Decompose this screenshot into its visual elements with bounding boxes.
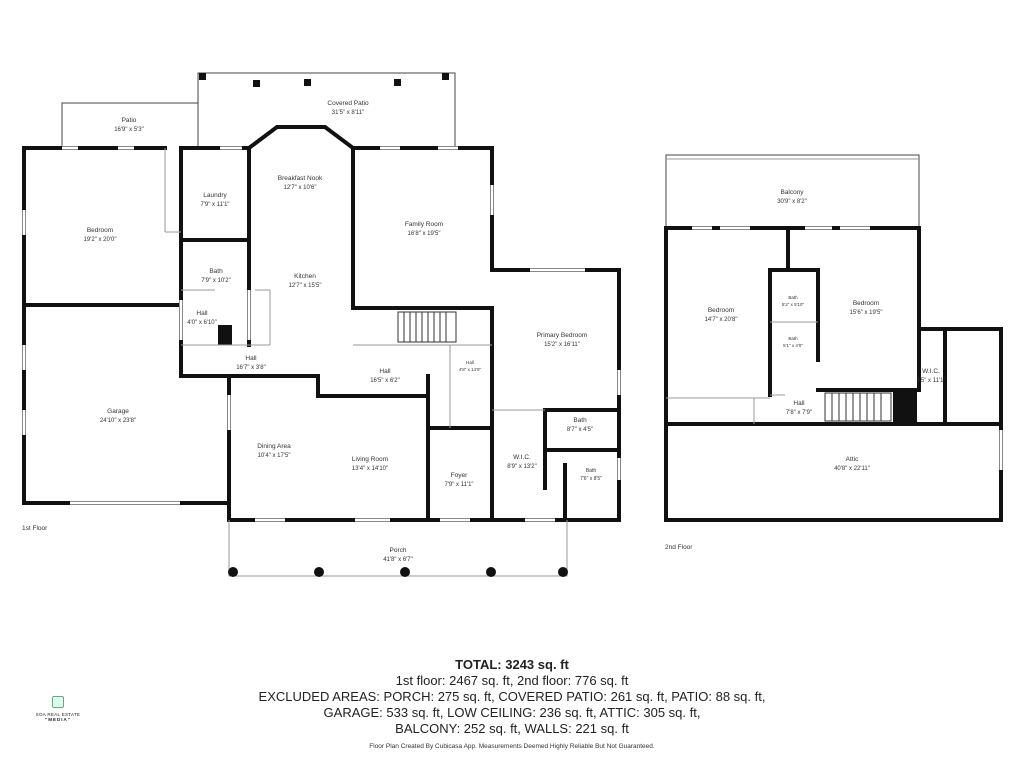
foyer-name: Foyer bbox=[451, 472, 468, 479]
balcony-outline bbox=[665, 154, 920, 228]
total-area: TOTAL: 3243 sq. ft bbox=[455, 657, 569, 672]
bedroom-3-dim: 15'6" x 19'5" bbox=[850, 310, 883, 316]
breakfast-nook-dim: 12'7" x 10'6" bbox=[284, 185, 317, 191]
patio-name: Patio bbox=[122, 117, 137, 124]
floor-plan-diagram: 1st Floor Patio 16'9" x 5'3" Covered Pat… bbox=[22, 72, 1003, 577]
first-floor-stairs bbox=[397, 311, 457, 343]
bath-3-name: Bath bbox=[586, 468, 597, 474]
bath-2-name: Bath bbox=[573, 417, 587, 424]
logo-icon bbox=[52, 696, 64, 708]
bedroom-2-name: Bedroom bbox=[708, 307, 734, 314]
first-floor-walls bbox=[22, 125, 621, 522]
balcony-name: Balcony bbox=[780, 189, 804, 196]
floor-areas: 1st floor: 2467 sq. ft, 2nd floor: 776 s… bbox=[395, 673, 629, 688]
bath-4-name: Bath bbox=[788, 295, 798, 300]
logo-media-text: "MEDIA" bbox=[45, 717, 71, 722]
disclaimer-note: Floor Plan Created By Cubicasa App. Meas… bbox=[369, 743, 655, 750]
porch-name: Porch bbox=[390, 547, 407, 554]
attic-name: Attic bbox=[846, 456, 859, 463]
logo-brand-text: SOA REAL ESTATE bbox=[35, 712, 81, 717]
covered-patio-name: Covered Patio bbox=[327, 100, 369, 107]
patio-dim: 16'9" x 5'3" bbox=[114, 127, 144, 133]
garage-name: Garage bbox=[107, 408, 129, 415]
covered-patio-dim: 31'5" x 8'11" bbox=[332, 110, 364, 116]
bath-5-name: Bath bbox=[788, 336, 798, 341]
hall-1-name: Hall bbox=[245, 355, 257, 362]
bedroom-3-name: Bedroom bbox=[853, 300, 879, 307]
family-room-dim: 16'8" x 19'5" bbox=[408, 231, 441, 237]
dining-area-dim: 10'4" x 17'5" bbox=[258, 453, 291, 459]
breakfast-nook-name: Breakfast Nook bbox=[278, 175, 323, 182]
garage-dim: 24'10" x 23'8" bbox=[100, 418, 136, 424]
second-floor-windows bbox=[692, 226, 1003, 470]
patio-outline bbox=[61, 102, 198, 148]
excluded-areas-3: BALCONY: 252 sq. ft, WALLS: 221 sq. ft bbox=[395, 721, 629, 736]
bedroom-2-dim: 14'7" x 20'8" bbox=[705, 317, 738, 323]
attic-dim: 40'8" x 22'11" bbox=[834, 466, 870, 472]
bath-1-dim: 7'9" x 10'2" bbox=[201, 278, 231, 284]
living-room-dim: 13'4" x 14'10" bbox=[352, 466, 388, 472]
covered-patio-outline bbox=[197, 72, 456, 148]
hall-small-name: Hall bbox=[196, 310, 208, 317]
bedroom-1-name: Bedroom bbox=[87, 227, 113, 234]
hall-upper-dim: 7'8" x 7'9" bbox=[786, 410, 812, 416]
hall-upper-name: Hall bbox=[793, 400, 805, 407]
first-floor-label: 1st Floor bbox=[22, 525, 48, 532]
hall-1-dim: 16'7" x 3'8" bbox=[236, 365, 266, 371]
dining-area-name: Dining Area bbox=[257, 443, 291, 450]
first-floor-plan: 1st Floor Patio 16'9" x 5'3" Covered Pat… bbox=[22, 72, 621, 577]
hall-small-dim: 4'0" x 6'10" bbox=[187, 320, 217, 326]
second-floor-label: 2nd Floor bbox=[665, 544, 693, 551]
primary-bedroom-dim: 15'2" x 16'11" bbox=[544, 342, 580, 348]
bath-4-dim: 5'2" x 5'10" bbox=[782, 302, 805, 307]
brand-logo: SOA REAL ESTATE "MEDIA" bbox=[28, 696, 88, 722]
laundry-dim: 7'9" x 11'1" bbox=[200, 202, 229, 208]
wic-1-dim: 8'9" x 13'2" bbox=[507, 464, 537, 470]
porch-outline bbox=[228, 520, 568, 577]
second-floor-plan: 2nd Floor Balcony 30'9" x 8'2" Bedroom 1… bbox=[664, 154, 1003, 551]
area-summary: TOTAL: 3243 sq. ft 1st floor: 2467 sq. f… bbox=[0, 656, 1024, 737]
porch-dim: 41'8" x 6'7" bbox=[383, 557, 413, 563]
wic-2-dim: 3'5" x 11'1" bbox=[916, 378, 945, 384]
laundry-name: Laundry bbox=[203, 192, 227, 199]
bath-1-name: Bath bbox=[209, 268, 223, 275]
foyer-dim: 7'9" x 11'1" bbox=[444, 482, 473, 488]
wic-1-name: W.I.C. bbox=[513, 454, 531, 461]
living-room-name: Living Room bbox=[352, 456, 388, 463]
hall-2-dim: 16'5" x 6'2" bbox=[370, 378, 400, 384]
second-floor-walls bbox=[664, 226, 1003, 522]
bedroom-1-dim: 19'2" x 20'0" bbox=[84, 237, 117, 243]
second-floor-partitions bbox=[666, 321, 818, 424]
bath-5-dim: 5'1" x 4'0" bbox=[783, 343, 803, 348]
hall-3-name: Hall bbox=[466, 360, 474, 365]
first-floor-partitions bbox=[164, 148, 545, 428]
balcony-dim: 30'9" x 8'2" bbox=[777, 199, 807, 205]
hall-2-name: Hall bbox=[379, 368, 391, 375]
primary-bedroom-name: Primary Bedroom bbox=[537, 332, 588, 339]
excluded-areas-2: GARAGE: 533 sq. ft, LOW CEILING: 236 sq.… bbox=[323, 705, 701, 720]
family-room-name: Family Room bbox=[405, 221, 443, 228]
wic-2-name: W.I.C. bbox=[922, 368, 940, 375]
hall-3-dim: 4'8" x 14'9" bbox=[459, 367, 482, 372]
kitchen-name: Kitchen bbox=[294, 273, 316, 280]
excluded-areas-1: EXCLUDED AREAS: PORCH: 275 sq. ft, COVER… bbox=[258, 689, 766, 704]
second-floor-stairs bbox=[824, 392, 892, 422]
kitchen-dim: 12'7" x 15'5" bbox=[289, 283, 322, 289]
bath-3-dim: 7'6" x 8'5" bbox=[580, 476, 602, 482]
bath-2-dim: 8'7" x 4'5" bbox=[567, 427, 593, 433]
